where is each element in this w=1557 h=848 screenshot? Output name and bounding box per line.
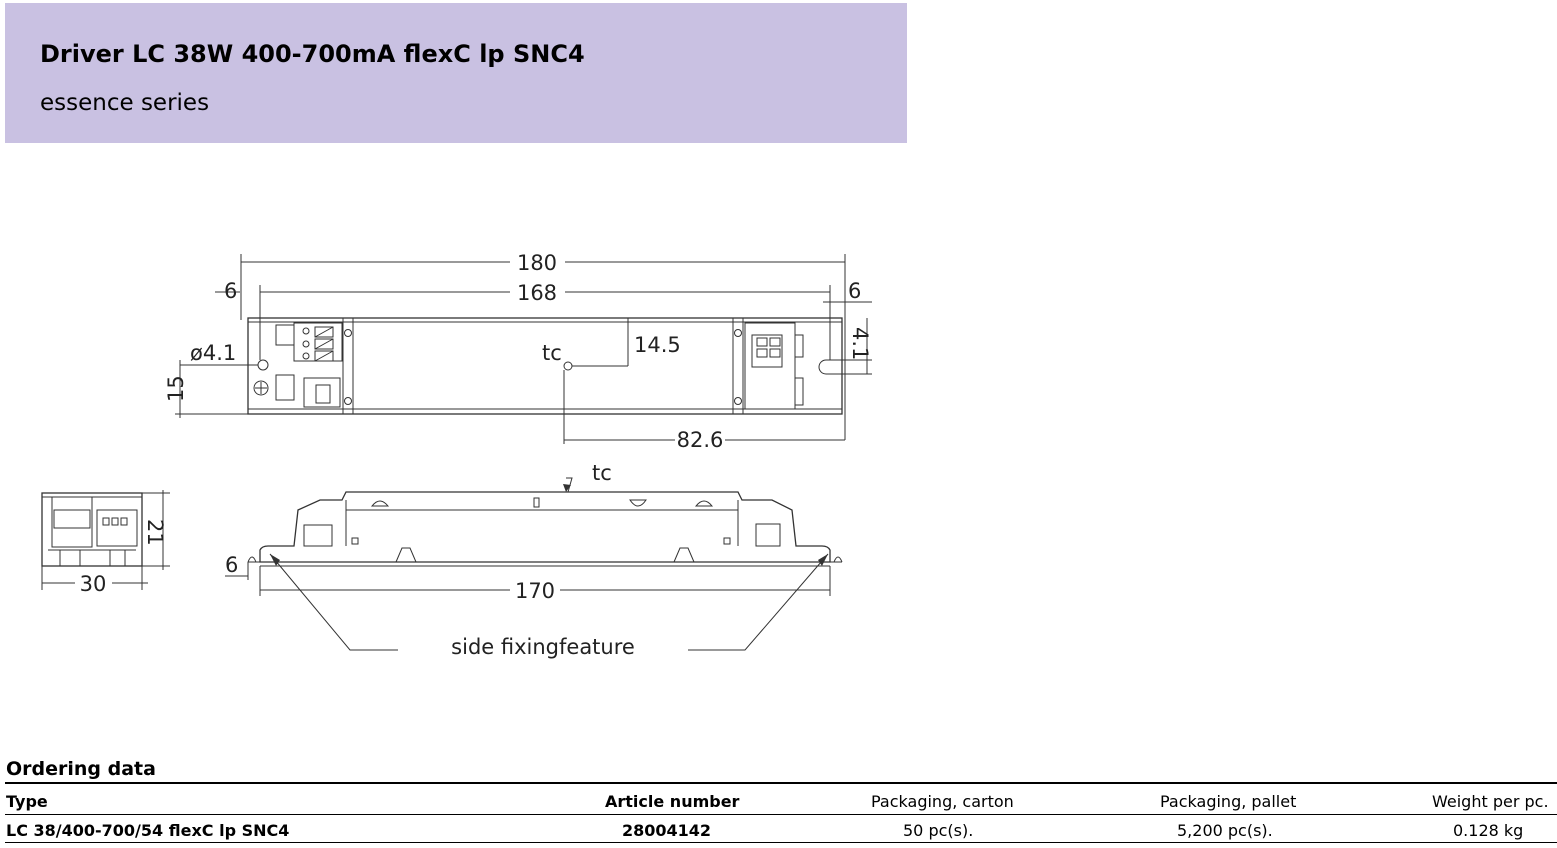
row-pallet: 5,200 pc(s). <box>1177 821 1273 840</box>
dim-6-side-label: 6 <box>225 553 238 577</box>
title-banner <box>5 3 907 143</box>
dim-14-5-label: 14.5 <box>634 333 681 357</box>
dim-6-left-label: 6 <box>224 279 237 303</box>
dim-30-label: 30 <box>80 572 107 596</box>
col-header-weight: Weight per pc. <box>1432 792 1549 811</box>
col-header-type: Type <box>6 792 48 811</box>
row-article: 28004142 <box>622 821 712 840</box>
dim-170-label: 170 <box>515 579 555 603</box>
table-header-rule <box>5 814 1557 815</box>
table-top-rule <box>5 782 1557 784</box>
side-fixing-label: side fixingfeature <box>451 635 635 659</box>
col-header-pallet: Packaging, pallet <box>1160 792 1297 811</box>
product-series: essence series <box>40 90 210 116</box>
dim-168-label: 168 <box>517 281 557 305</box>
hole-diameter-label: ø4.1 <box>190 341 236 365</box>
col-header-carton: Packaging, carton <box>871 792 1014 811</box>
tc-side-label: tc <box>592 461 612 485</box>
table-bottom-rule <box>5 842 1557 843</box>
dim-4-1-label: 4.1 <box>848 327 872 360</box>
dim-180-label: 180 <box>517 251 557 275</box>
product-title: Driver LC 38W 400-700mA flexC lp SNC4 <box>40 40 585 68</box>
row-weight: 0.128 kg <box>1453 821 1524 840</box>
dim-15-label: 15 <box>164 375 188 402</box>
dim-6-right-label: 6 <box>848 279 861 303</box>
dim-82-6-label: 82.6 <box>677 428 724 452</box>
tc-point-label: tc <box>542 341 562 365</box>
row-carton: 50 pc(s). <box>903 821 974 840</box>
ordering-data-title: Ordering data <box>6 758 156 780</box>
row-type: LC 38/400-700/54 flexC lp SNC4 <box>6 821 290 840</box>
dim-21-label: 21 <box>143 519 167 546</box>
col-header-article: Article number <box>605 792 740 811</box>
